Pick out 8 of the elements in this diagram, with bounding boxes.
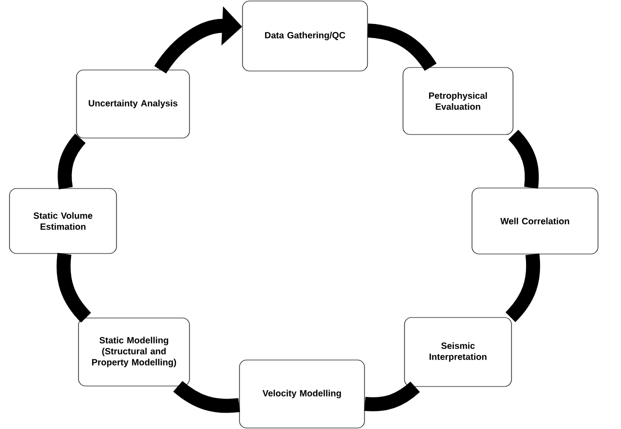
- process-box: Velocity Modelling: [239, 360, 365, 428]
- process-box: Static Modelling (Structural and Property Modelling): [78, 318, 190, 386]
- process-box: Data Gathering/QC: [242, 0, 368, 72]
- process-box: Uncertainty Analysis: [76, 70, 190, 138]
- process-box: Seismic Interpretation: [404, 317, 512, 387]
- process-box: Well Correlation: [472, 188, 598, 254]
- process-box: Static Volume Estimation: [9, 188, 117, 254]
- process-box: Petrophysical Evaluation: [402, 67, 514, 135]
